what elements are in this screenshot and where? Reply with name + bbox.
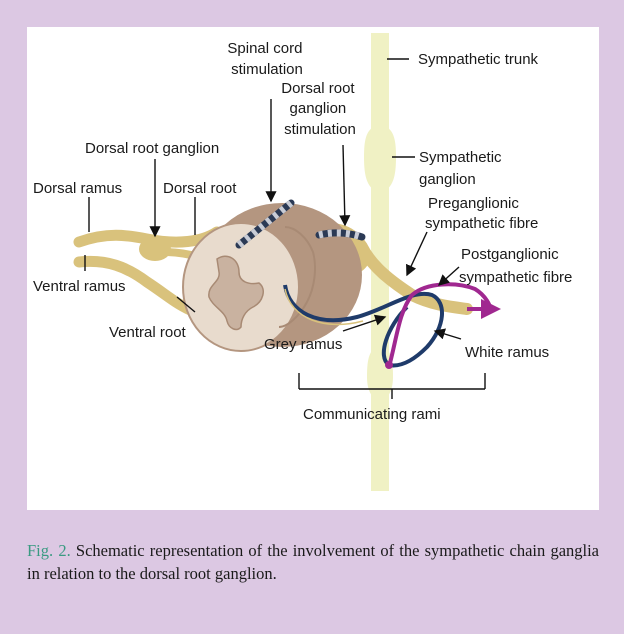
figure-panel: Spinal cord stimulation Sympathetic trun… [27,27,599,510]
dorsal-root-ganglion-shape [139,237,171,261]
label-dorsal-root-ganglion: Dorsal root ganglion [85,140,219,157]
label-grey-ramus: Grey ramus [264,336,342,353]
label-ventral-ramus: Ventral ramus [33,278,126,295]
label-drg-stimulation: Dorsal root ganglion stimulation [281,80,359,138]
label-dorsal-root: Dorsal root [163,180,237,197]
caption-text: Schematic representation of the involvem… [27,541,599,583]
label-postganglionic-fibre: Postganglionic sympathetic fibre [459,246,572,286]
label-communicating-rami: Communicating rami [303,406,441,423]
label-ventral-root: Ventral root [109,324,187,341]
caption-label: Fig. 2. [27,541,71,560]
label-spinal-cord-stimulation: Spinal cord stimulation [227,40,306,78]
spinal-cord [183,203,362,351]
figure-caption: Fig. 2. Schematic representation of the … [27,539,599,585]
label-white-ramus: White ramus [465,344,549,361]
label-sympathetic-trunk: Sympathetic trunk [418,51,539,68]
label-sympathetic-ganglion: Sympathetic ganglion [419,149,506,188]
diagram: Spinal cord stimulation Sympathetic trun… [27,27,599,510]
label-dorsal-ramus: Dorsal ramus [33,180,122,197]
sympathetic-ganglion-shape [364,125,396,193]
label-preganglionic-fibre: Preganglionic sympathetic fibre [425,195,538,232]
lower-ganglion-shape [367,345,393,401]
